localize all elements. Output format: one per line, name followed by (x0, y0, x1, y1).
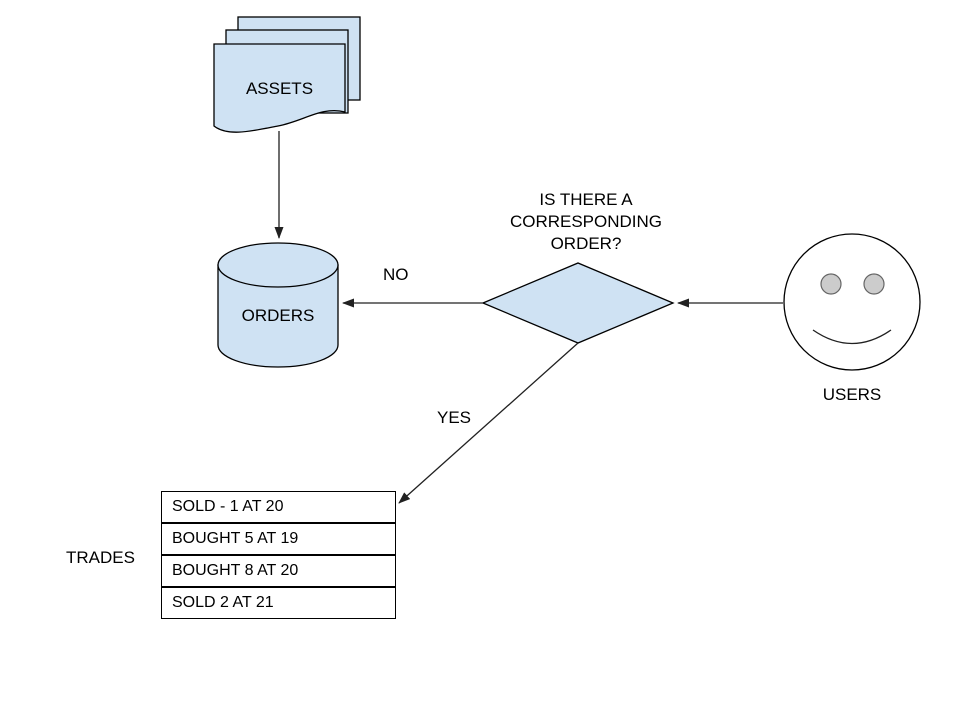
arrow-decision-to-trades-yes (398, 342, 579, 504)
trade-row: BOUGHT 8 AT 20 (161, 555, 396, 587)
face-circle (783, 233, 921, 371)
users-label: USERS (822, 385, 882, 404)
no-edge-label: NO (383, 265, 409, 284)
trades-label: TRADES (66, 548, 135, 567)
smile (812, 329, 892, 345)
left-eye (820, 273, 842, 295)
yes-edge-label: YES (437, 408, 472, 427)
right-eye (863, 273, 885, 295)
orders-label: ORDERS (241, 306, 315, 325)
decision-question-label: IS THERE A CORRESPONDING ORDER? (509, 190, 663, 253)
assets-multidocument-shape (213, 16, 361, 133)
orders-cylinder-shape (217, 242, 339, 368)
trade-row: BOUGHT 5 AT 19 (161, 523, 396, 555)
trades-table: SOLD - 1 AT 20 BOUGHT 5 AT 19 BOUGHT 8 A… (161, 491, 396, 619)
decision-diamond-shape (481, 262, 675, 344)
trade-row: SOLD 2 AT 21 (161, 587, 396, 619)
assets-label: ASSETS (245, 79, 314, 98)
trade-row: SOLD - 1 AT 20 (161, 491, 396, 523)
users-face-shape (783, 233, 921, 371)
